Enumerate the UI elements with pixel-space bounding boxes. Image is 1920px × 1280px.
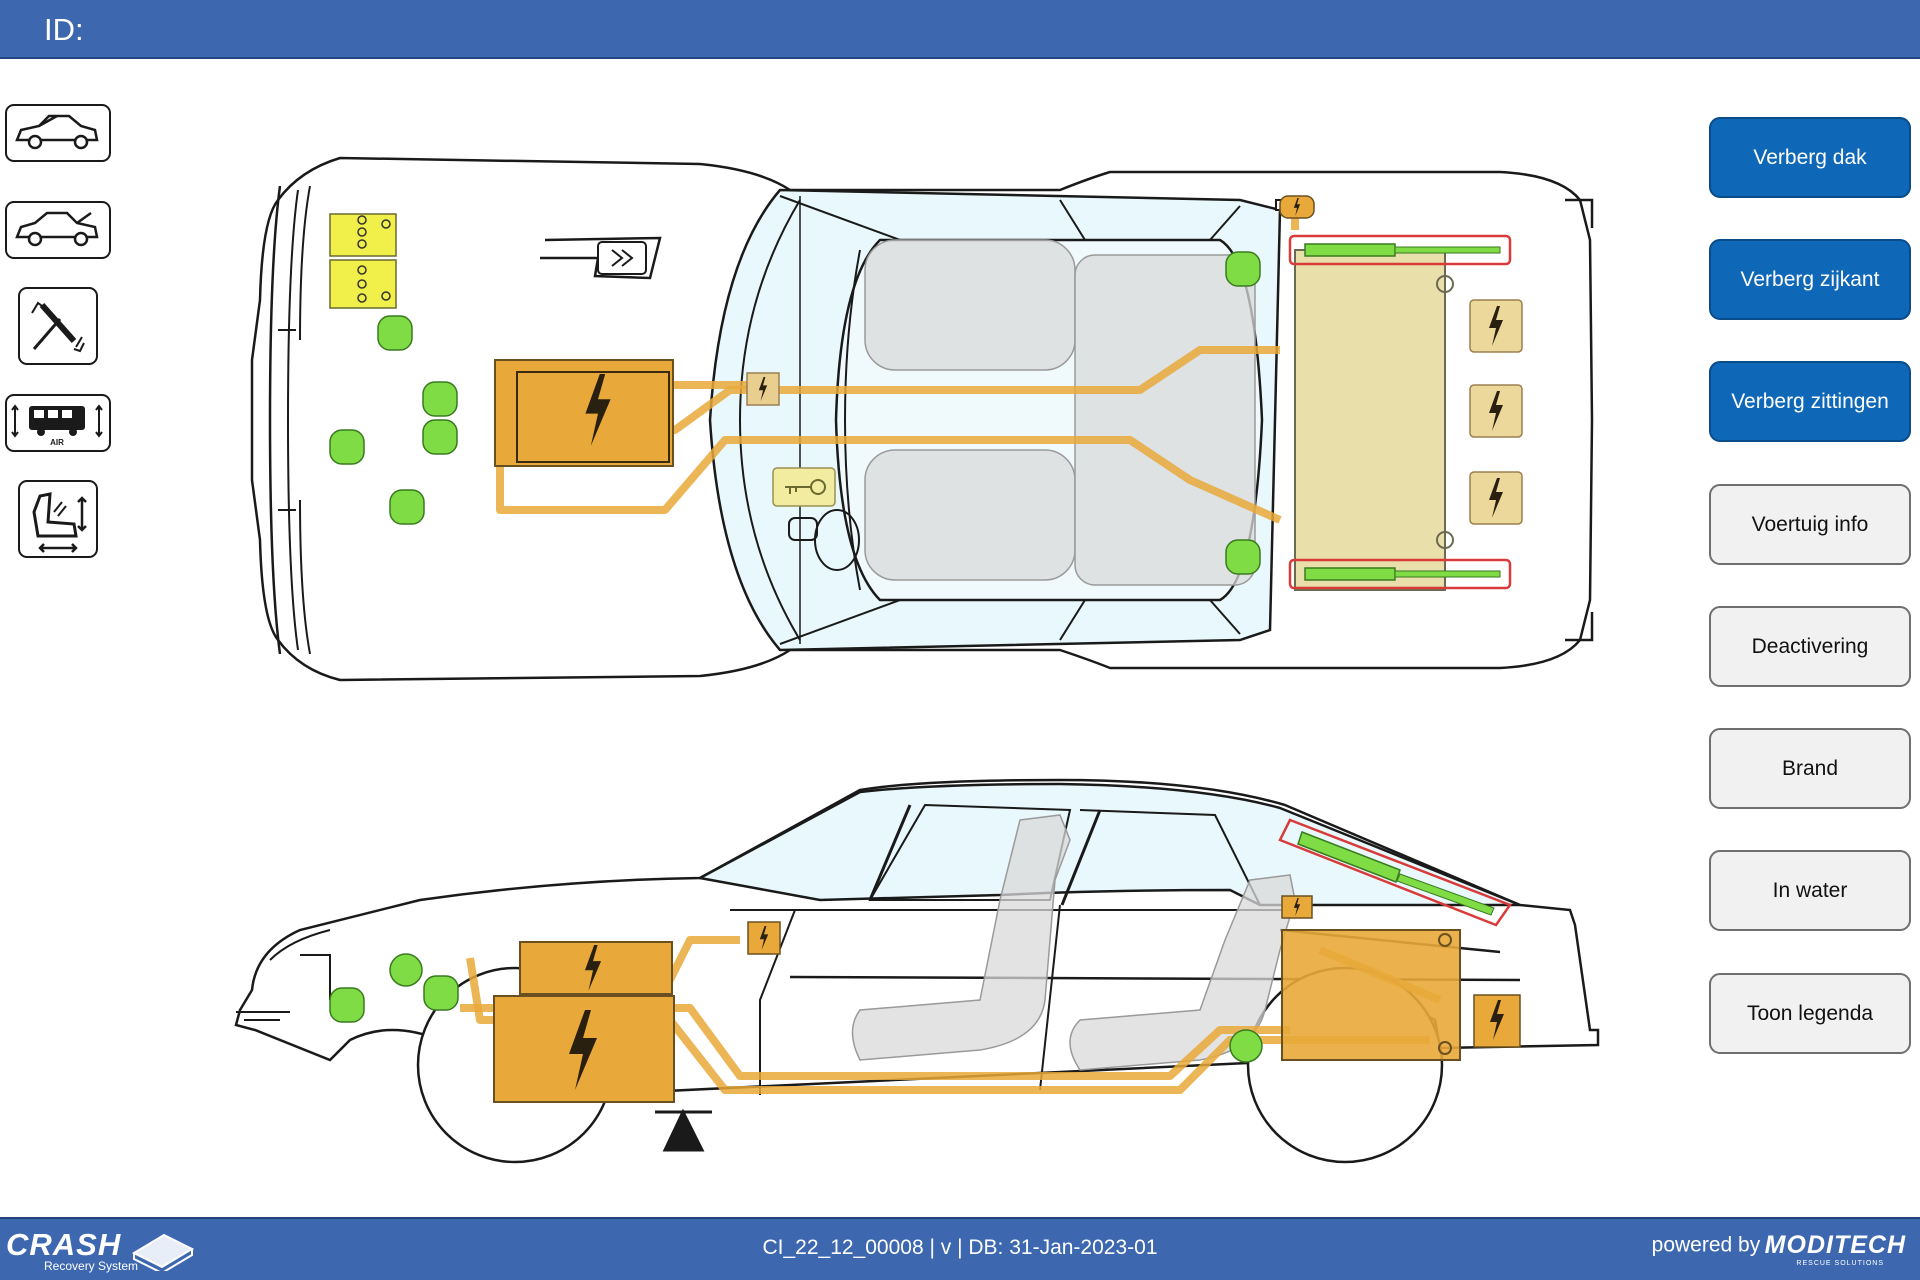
fire-button[interactable]: Brand (1709, 728, 1911, 809)
id-label: ID: (44, 12, 84, 47)
show-legend-button[interactable]: Toon legenda (1709, 973, 1911, 1054)
car-hood-open-icon[interactable] (5, 104, 111, 162)
air-suspension-icon[interactable]: AIR (5, 394, 111, 452)
in-water-button[interactable]: In water (1709, 850, 1911, 931)
top-airbags (329, 251, 1261, 575)
footer-bar: CRASH Recovery System CI_22_12_00008 | v… (0, 1217, 1920, 1280)
side-view (234, 778, 1600, 1164)
side-airbags (329, 953, 1263, 1063)
air-label: AIR (50, 438, 64, 447)
deactivation-button[interactable]: Deactivering (1709, 606, 1911, 687)
moditech-logo: powered by MODITECH RESCUE SOLUTIONS (1651, 1231, 1906, 1267)
top-gas-struts (1288, 234, 1512, 590)
top-seatbelt-pretensioners (329, 213, 397, 309)
hide-side-button[interactable]: Verberg zijkant (1709, 239, 1911, 320)
hide-seats-button[interactable]: Verberg zittingen (1709, 361, 1911, 442)
seatbelt-retract-icon[interactable] (18, 287, 98, 365)
hide-roof-button[interactable]: Verberg dak (1709, 117, 1911, 198)
lift-point-marker (655, 1108, 712, 1152)
seat-adjust-icon[interactable] (18, 480, 98, 558)
version-info: CI_22_12_00008 | v | DB: 31-Jan-2023-01 (762, 1236, 1158, 1259)
crash-recovery-logo: CRASH Recovery System (6, 1227, 196, 1273)
top-view (250, 156, 1594, 682)
side-seats (851, 814, 1296, 1071)
top-bar: ID: (0, 0, 1920, 59)
vehicle-info-button[interactable]: Voertuig info (1709, 484, 1911, 565)
side-hv-batteries (493, 895, 1521, 1103)
side-gas-strut (1278, 818, 1512, 927)
top-seats (864, 239, 1256, 586)
car-trunk-open-icon[interactable] (5, 201, 111, 259)
top-rear-hv-modules (1279, 195, 1523, 525)
